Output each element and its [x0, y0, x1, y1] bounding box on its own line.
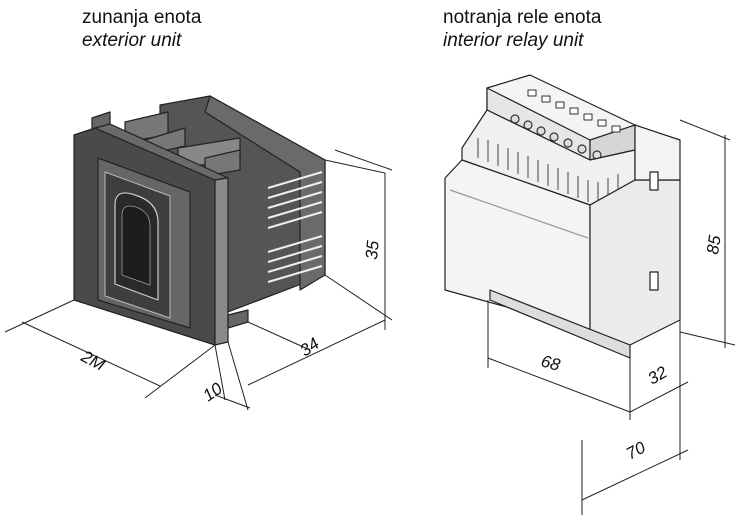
exterior-dimensions: [4, 149, 393, 411]
dim-interior-depth: 32: [645, 362, 671, 388]
exterior-side-vents: [267, 171, 323, 283]
interior-unit-caption: notranja rele enota interior relay unit: [443, 6, 601, 52]
exterior-unit-title: zunanja enota: [82, 7, 202, 28]
dim-exterior-width: 2M: [77, 346, 108, 375]
interior-unit-title: notranja rele enota: [443, 7, 602, 28]
dim-interior-height: 85: [703, 234, 725, 256]
dim-exterior-depth: 34: [296, 334, 322, 360]
interior-dimensions: [487, 119, 736, 515]
exterior-unit-drawing: [73, 95, 326, 346]
exterior-unit-subtitle: exterior unit: [82, 30, 182, 51]
exterior-unit-caption: zunanja enota exterior unit: [82, 6, 201, 52]
dim-interior-width: 68: [539, 352, 563, 375]
dim-exterior-height: 35: [362, 239, 383, 260]
interior-unit-subtitle: interior relay unit: [443, 30, 584, 51]
interior-unit-drawing: [444, 74, 681, 359]
dim-interior-total-depth: 70: [623, 438, 649, 464]
